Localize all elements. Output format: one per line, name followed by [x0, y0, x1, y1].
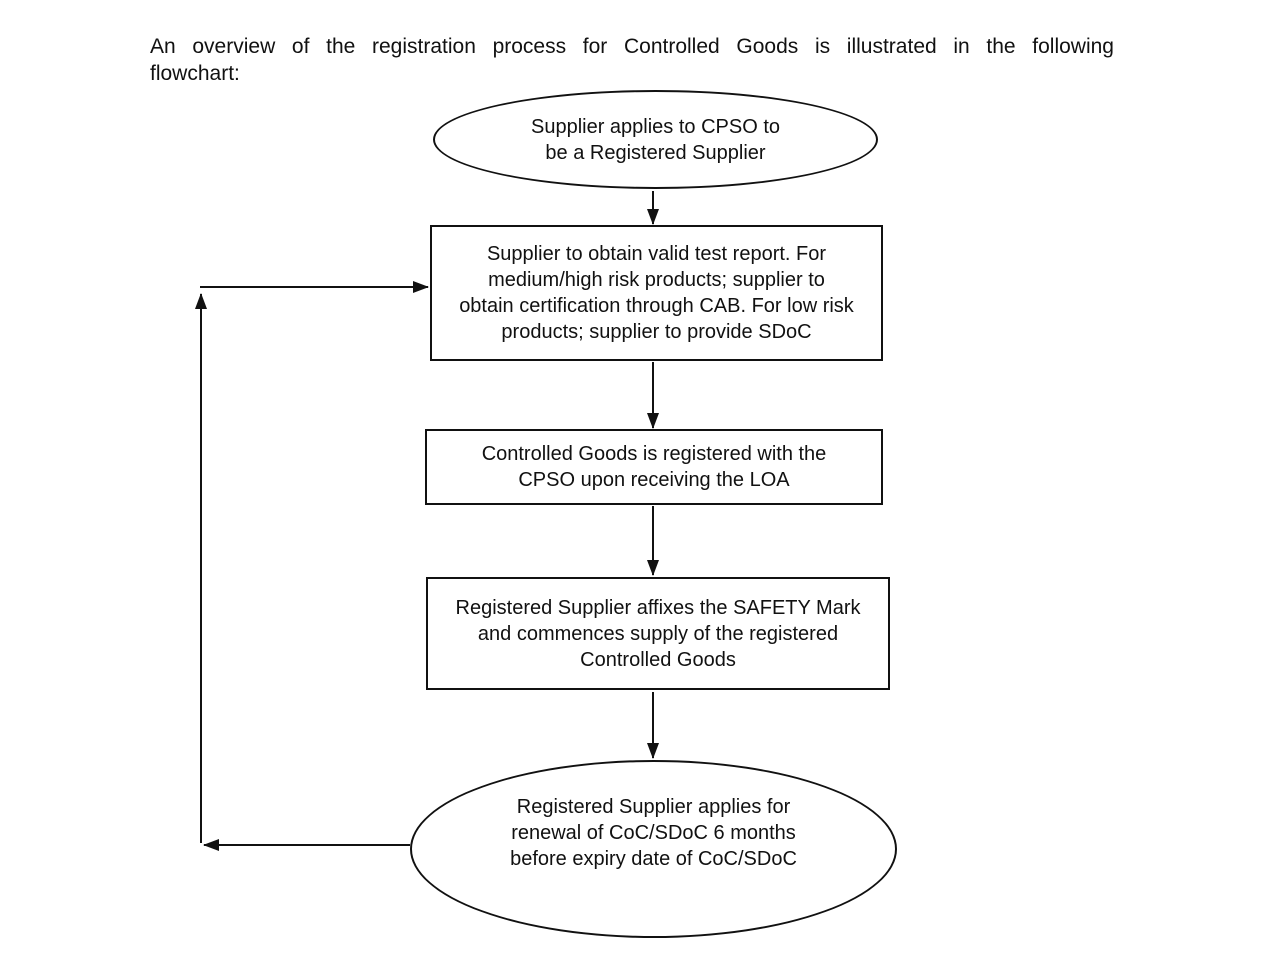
- flow-node-test-report: Supplier to obtain valid test report. Fo…: [430, 225, 883, 361]
- flow-node-test-report-text: Supplier to obtain valid test report. Fo…: [459, 243, 854, 343]
- flow-node-safety-mark-text: Registered Supplier affixes the SAFETY M…: [455, 596, 861, 671]
- intro-line-1: An overview of the registration process …: [150, 35, 1114, 58]
- intro-paragraph: An overview of the registration process …: [150, 33, 1114, 87]
- intro-line-2: flowchart:: [150, 62, 240, 85]
- flow-node-safety-mark: Registered Supplier affixes the SAFETY M…: [426, 577, 890, 690]
